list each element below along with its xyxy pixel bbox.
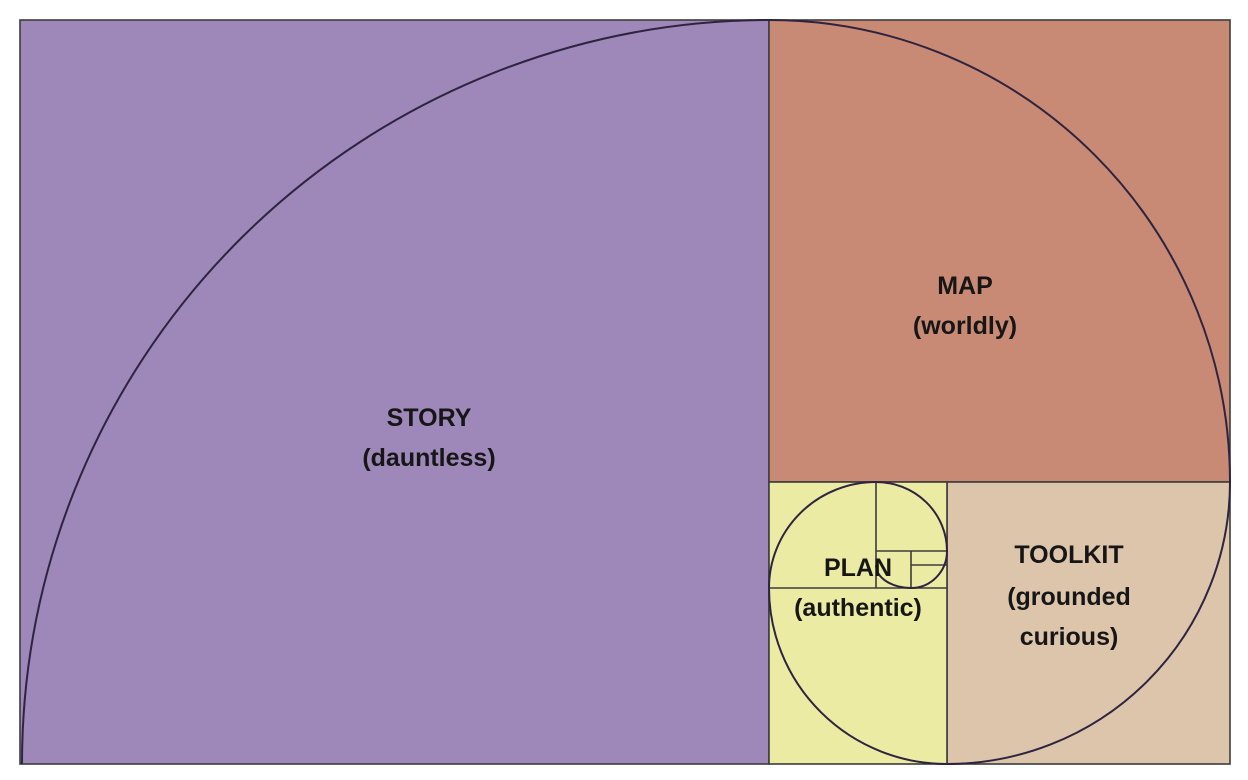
toolkit-subtitle-2: curious) [1020,623,1119,651]
plan-region [768,481,948,765]
toolkit-title: TOOLKIT [1014,541,1123,569]
story-square [19,19,770,765]
plan-subtitle: (authentic) [794,594,922,622]
golden-spiral [21,18,1232,766]
toolkit-subtitle: (grounded [1007,583,1131,611]
toolkit-square [946,481,1231,765]
plan-title: PLAN [824,554,892,582]
map-square [768,19,1231,483]
story-subtitle: (dauntless) [362,444,495,472]
story-title: STORY [387,404,472,432]
map-subtitle: (worldly) [913,312,1017,340]
map-title: MAP [937,272,993,300]
